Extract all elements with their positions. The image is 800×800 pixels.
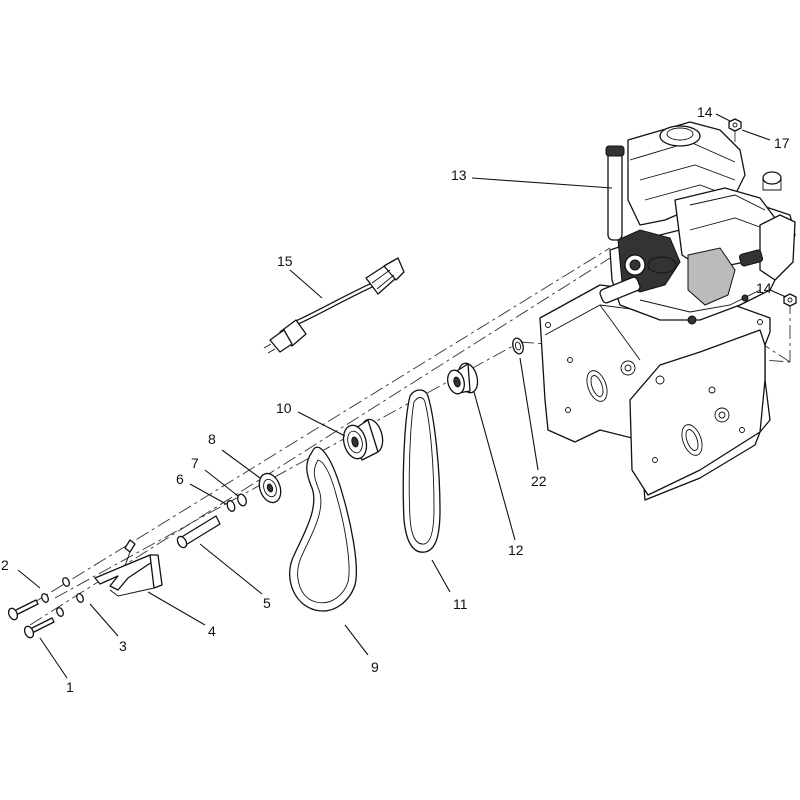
nut-14-right (783, 293, 797, 307)
callout-22: 22 (531, 473, 547, 489)
belt-9 (289, 446, 357, 612)
washer-7 (237, 493, 247, 507)
callout-12: 12 (508, 542, 524, 558)
callout-1: 1 (66, 679, 74, 695)
callout-labels: 1 2 3 4 5 6 7 8 9 10 11 12 13 14 14 15 1… (1, 104, 790, 695)
pulley-12 (447, 362, 479, 395)
extension-cord (263, 257, 405, 354)
callout-7: 7 (191, 455, 199, 471)
callout-2: 2 (1, 557, 9, 573)
washers-2 (41, 577, 70, 603)
callout-11: 11 (453, 596, 468, 612)
frame-plates (539, 284, 771, 501)
screw-1-upper (7, 599, 39, 621)
belt-11 (402, 389, 441, 553)
callout-14-top: 14 (697, 104, 713, 120)
callout-15: 15 (277, 253, 293, 269)
callout-4: 4 (208, 623, 216, 639)
pulley-8 (258, 472, 282, 504)
callout-3: 3 (119, 638, 127, 654)
washer-6 (226, 500, 236, 512)
washers-3 (56, 593, 84, 617)
callout-17: 17 (774, 135, 790, 151)
bracket-4 (94, 539, 163, 597)
leader-lines (17, 113, 787, 679)
pulley-10 (342, 418, 384, 461)
callout-8: 8 (208, 431, 216, 447)
callout-6: 6 (176, 471, 184, 487)
callout-5: 5 (263, 595, 271, 611)
washer-22 (512, 337, 524, 355)
callout-10: 10 (276, 400, 292, 416)
nut-14-top (728, 118, 742, 132)
engine-assembly (599, 121, 796, 325)
callout-9: 9 (371, 659, 379, 675)
callout-14-right: 14 (756, 280, 772, 296)
spacer-5 (176, 515, 221, 549)
screw-1-lower (23, 617, 55, 639)
callout-13: 13 (451, 167, 467, 183)
